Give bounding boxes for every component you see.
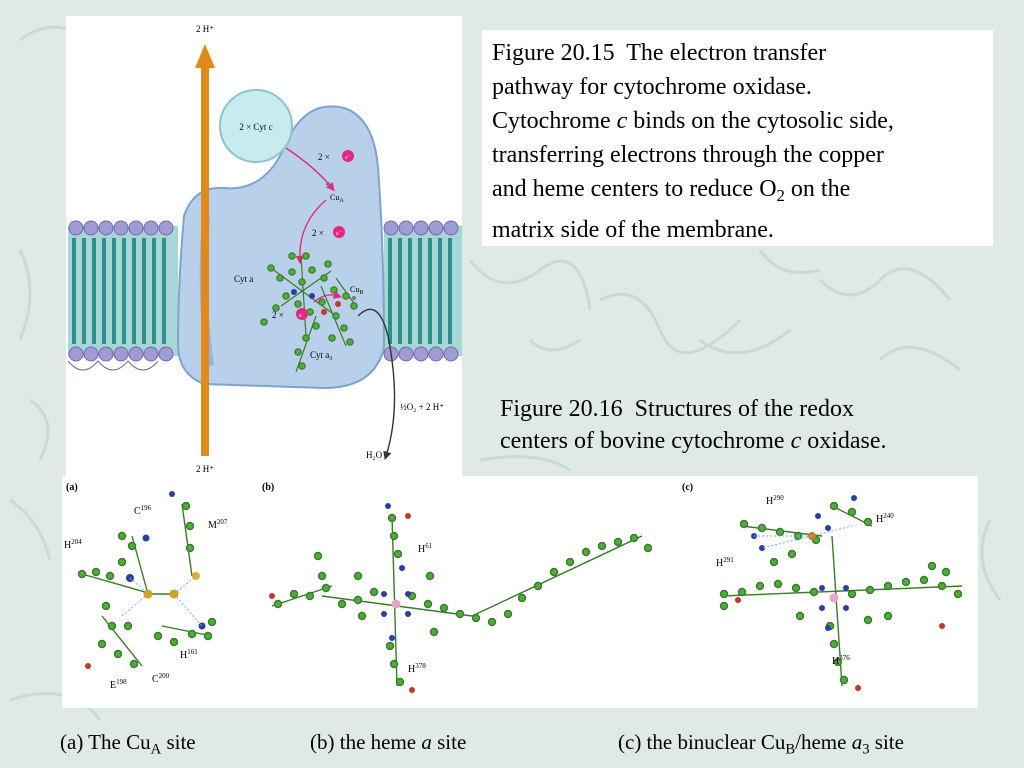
structure-panels-illustration: (a) C196 M207 H204 H161 E198 C200: [64, 482, 963, 693]
panel-b-tag: (b): [262, 482, 274, 493]
electrons-label-2: 2 ×: [312, 228, 324, 238]
label-c196: C196: [134, 504, 152, 517]
caption-c: (c) the binuclear CuB/heme a3 site: [618, 730, 904, 758]
proton-bottom-label: 2 H⁺: [196, 464, 214, 474]
cyt-c-label: 2 × Cyt c: [239, 122, 272, 132]
cytochrome-c-sphere: [219, 89, 293, 163]
cu-b-label: CuB: [350, 285, 363, 296]
caption-a: (a) The CuA site: [60, 730, 196, 758]
proton-arrow: [195, 44, 215, 456]
electron-transfer-diagram: 2 × Cyt c 2 H⁺ 2 H⁺ 2 × e⁻ CuA 2 × e⁻: [66, 16, 462, 476]
membrane-right: [383, 220, 462, 362]
figure-20-15-caption: Figure 20.15 The electron transfer pathw…: [482, 30, 993, 246]
electron-icon-1: [342, 150, 354, 162]
label-h161: H161: [180, 648, 198, 661]
cytochrome-oxidase-illustration: 2 × Cyt c 2 H⁺ 2 H⁺ 2 × e⁻ CuA 2 × e⁻: [67, 24, 462, 474]
electron-symbol-2: e⁻: [336, 231, 342, 237]
caption-b: (b) the heme a site: [310, 730, 467, 754]
label-h204: H204: [64, 538, 82, 551]
heme-a-molecule: [271, 513, 653, 687]
cu-a-label: CuA: [330, 193, 344, 204]
cu-b-dot: [352, 296, 356, 300]
label-m207: M207: [208, 518, 228, 531]
water-label: H₂O: [366, 450, 383, 460]
cu-a-site-molecule: [77, 501, 217, 669]
label-h378: H378: [408, 662, 426, 675]
figure-20-16-label: Figure 20.16: [500, 396, 623, 422]
label-h290: H290: [766, 494, 784, 507]
panel-a-tag: (a): [66, 482, 78, 493]
proton-top-label: 2 H⁺: [196, 24, 214, 34]
panel-c-tag: (c): [682, 482, 693, 493]
redox-center-panels: (a) C196 M207 H204 H161 E198 C200: [62, 476, 978, 708]
electron-icon-2: [333, 226, 345, 238]
label-h61: H61: [418, 542, 433, 555]
label-h291: H291: [716, 556, 734, 569]
oxygen-label: ½O₂ + 2 H⁺: [400, 402, 444, 412]
figure-20-15-label: Figure 20.15: [492, 40, 615, 66]
electron-symbol-1: e⁻: [345, 155, 351, 161]
label-h240: H240: [876, 512, 894, 525]
label-h376: H376: [832, 654, 850, 667]
cyt-a-label: Cyt a: [234, 274, 253, 284]
electron-symbol-3: e⁻: [299, 313, 305, 319]
membrane-left: [67, 220, 178, 371]
electrons-label-3: 2 ×: [272, 310, 284, 320]
binuclear-center-molecule: [719, 501, 963, 687]
electrons-label-1: 2 ×: [318, 152, 330, 162]
protein-body: [176, 105, 386, 390]
cu-a-dot: [326, 182, 330, 186]
label-e198: E198: [110, 678, 127, 691]
label-c200: C200: [152, 672, 170, 685]
figure-20-16-caption: Figure 20.16 Structures of the redox cen…: [500, 396, 887, 454]
cyt-a3-label: Cyt a3: [310, 350, 332, 362]
electron-icon-3: [296, 308, 308, 320]
